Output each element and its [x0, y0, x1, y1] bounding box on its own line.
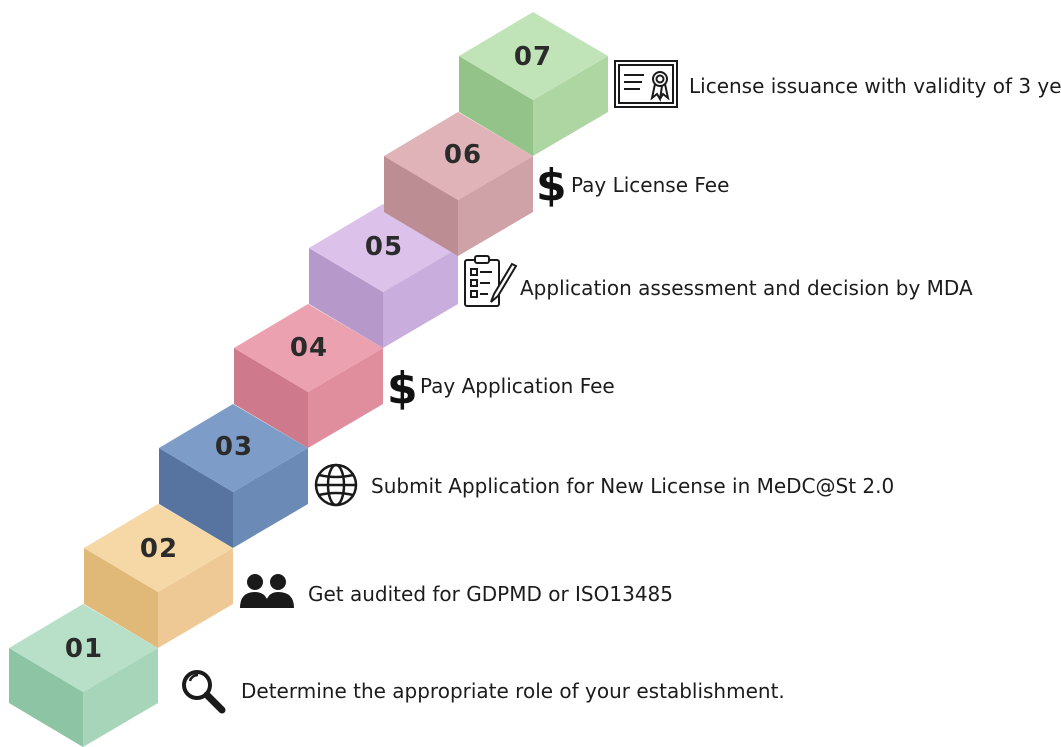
- dollar-icon: $: [536, 160, 567, 211]
- step-01-cube-top: [9, 604, 158, 692]
- globe-icon: [314, 463, 358, 507]
- step-04-cube-top: [234, 304, 383, 392]
- step-03-cube-left: [159, 448, 233, 548]
- certificate-icon: [614, 60, 678, 108]
- step-02: 02 Get audited for GDPMD or ISO13485: [84, 504, 673, 648]
- checklist-icon: [464, 255, 518, 307]
- dollar-icon: $: [387, 363, 418, 414]
- step-03-label: Submit Application for New License in Me…: [371, 474, 894, 498]
- step-07-cube-right: [533, 56, 608, 156]
- step-01: 01 Determine the appropriate role of you…: [9, 604, 785, 747]
- step-06-number: 06: [444, 140, 482, 170]
- step-05-label: Application assessment and decision by M…: [520, 276, 973, 300]
- step-01-label: Determine the appropriate role of your e…: [241, 679, 785, 703]
- step-04: 04 $ Pay Application Fee: [234, 304, 615, 448]
- step-05: 05 Application assessment and decision b…: [309, 204, 973, 348]
- step-07: 07 License issuance with validity of 3 y…: [459, 12, 1061, 156]
- step-05-cube-left: [309, 248, 383, 348]
- step-07-cube-left: [459, 56, 533, 156]
- step-03-cube-right: [233, 448, 308, 548]
- step-02-label: Get audited for GDPMD or ISO13485: [308, 582, 673, 606]
- step-01-cube-right: [83, 648, 158, 747]
- step-07-number: 07: [514, 42, 552, 72]
- step-04-number: 04: [290, 333, 328, 363]
- step-06-cube-right: [458, 156, 533, 256]
- step-05-number: 05: [365, 232, 403, 262]
- step-06: 06 $ Pay License Fee: [384, 112, 729, 256]
- step-06-cube-left: [384, 156, 458, 256]
- people-icon: [240, 574, 294, 608]
- step-02-number: 02: [140, 534, 178, 564]
- step-07-cube-top: [459, 12, 608, 100]
- step-02-cube-left: [84, 548, 158, 648]
- step-05-cube-right: [383, 248, 458, 348]
- step-04-label: Pay Application Fee: [420, 374, 615, 398]
- step-05-cube-top: [309, 204, 458, 292]
- step-02-cube-right: [158, 548, 233, 648]
- step-04-cube-right: [308, 348, 383, 448]
- step-03: 03 Submit Application for New License in…: [159, 404, 894, 548]
- step-04-cube-left: [234, 348, 308, 448]
- step-01-cube-left: [9, 648, 83, 747]
- step-03-number: 03: [215, 432, 253, 462]
- step-03-cube-top: [159, 404, 308, 492]
- step-07-label: License issuance with validity of 3 year…: [689, 74, 1061, 98]
- magnifier-icon: [182, 670, 226, 714]
- step-02-cube-top: [84, 504, 233, 592]
- step-01-number: 01: [65, 634, 103, 664]
- step-06-label: Pay License Fee: [571, 173, 729, 197]
- step-06-cube-top: [384, 112, 533, 200]
